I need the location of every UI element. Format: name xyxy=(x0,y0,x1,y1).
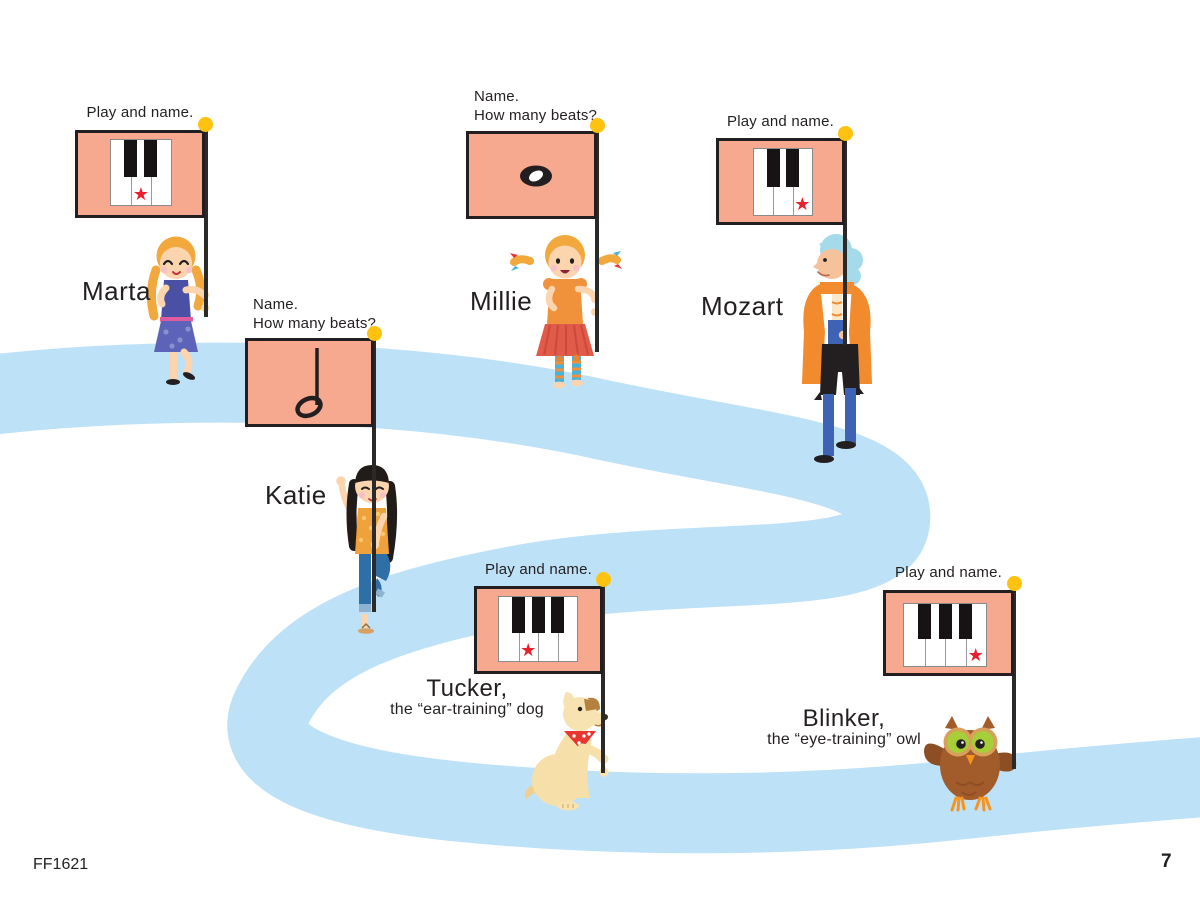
flagpole-ball-tucker xyxy=(596,572,611,587)
flagpole-ball-katie xyxy=(367,326,382,341)
name-blinker: Blinker, the “eye-training” owl xyxy=(767,705,921,749)
katie-character xyxy=(336,465,398,634)
prompt-blinker: Play and name. xyxy=(894,564,1003,581)
flagpole-blinker xyxy=(1012,581,1016,769)
flag-katie xyxy=(245,338,374,427)
mozart-character xyxy=(802,234,872,463)
black-key xyxy=(766,149,780,187)
name-millie: Millie xyxy=(470,286,533,316)
keyboard-diagram-icon: ★ xyxy=(498,596,578,662)
flag-marta: ★ xyxy=(75,130,205,218)
prompt-tucker: Play and name. xyxy=(484,561,593,578)
black-key xyxy=(124,140,138,178)
flagpole-marta xyxy=(204,121,208,317)
black-key xyxy=(938,604,952,640)
black-key xyxy=(512,597,525,634)
flagpole-ball-millie xyxy=(590,118,605,133)
flagpole-millie xyxy=(595,122,599,352)
flag-blinker: ★ xyxy=(883,590,1014,676)
black-key xyxy=(551,597,564,634)
flagpole-tucker xyxy=(601,577,605,773)
flagpole-ball-blinker xyxy=(1007,576,1022,591)
keyboard-diagram-icon: ★ xyxy=(110,139,172,206)
name-marta: Marta xyxy=(82,276,151,306)
flag-tucker: ★ xyxy=(474,586,603,674)
blinker-character xyxy=(924,716,1017,812)
star-marker-icon: ★ xyxy=(520,640,537,661)
name-mozart: Mozart xyxy=(701,291,784,321)
flag-millie xyxy=(466,131,597,219)
half-note-icon xyxy=(295,348,323,419)
star-marker-icon: ★ xyxy=(967,645,984,666)
flagpole-ball-marta xyxy=(198,117,213,132)
millie-character xyxy=(510,235,622,389)
name-katie: Katie xyxy=(265,480,327,510)
flagpole-mozart xyxy=(843,129,847,345)
flag-mozart: ★ xyxy=(716,138,845,225)
marta-character xyxy=(146,236,209,385)
page-number: 7 xyxy=(1161,851,1172,872)
black-key xyxy=(786,149,800,187)
black-key xyxy=(959,604,972,640)
prompt-marta: Play and name. xyxy=(86,104,194,121)
star-marker-icon: ★ xyxy=(132,184,150,205)
tucker-character xyxy=(525,692,609,811)
prompt-mozart: Play and name. xyxy=(726,113,835,130)
black-key xyxy=(531,597,545,634)
star-marker-icon: ★ xyxy=(794,194,811,215)
catalog-code: FF1621 xyxy=(33,856,89,873)
keyboard-diagram-icon: ★ xyxy=(903,603,987,667)
black-key xyxy=(144,140,158,178)
keyboard-diagram-icon: ★ xyxy=(753,148,813,216)
name-tucker: Tucker, the “ear-training” dog xyxy=(390,675,544,719)
prompt-millie: Name. How many beats? xyxy=(474,88,598,124)
whole-note-icon xyxy=(520,165,552,187)
flagpole-ball-mozart xyxy=(838,126,853,141)
flagpole-katie xyxy=(372,330,376,612)
black-key xyxy=(918,604,931,640)
prompt-katie: Name. How many beats? xyxy=(253,296,377,332)
